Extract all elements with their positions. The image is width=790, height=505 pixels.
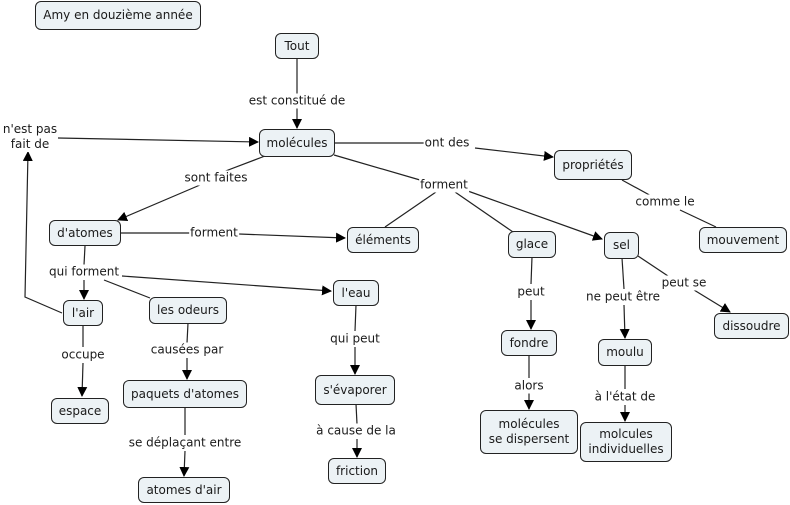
link-sontfaites-datomes [117,184,201,222]
link-glace-peut [530,256,533,285]
node-leau[interactable]: l'eau [333,280,379,306]
label-peut[interactable]: peut [516,284,546,300]
node-sevaporer[interactable]: s'évaporer [315,375,395,405]
link-forment-elements [384,191,437,228]
link-ontdes-proprietes [474,147,554,161]
label-causees-par[interactable]: causées par [149,342,225,358]
link-quiforment-odeurs [103,279,151,299]
link-eau-quipeut [354,304,357,332]
node-molecules[interactable]: molécules [259,129,335,157]
link-odeurs-causees [186,322,189,344]
label-ne-peut-etre[interactable]: ne peut être [584,289,662,305]
label-est-constitue-de[interactable]: est constitué de [247,93,347,109]
node-molcules-individuelles[interactable]: molcules individuelles [580,422,672,462]
label-peut-se[interactable]: peut se [660,275,708,291]
node-elements[interactable]: éléments [347,227,419,253]
node-paquets-datomes[interactable]: paquets d'atomes [123,380,247,408]
link-forment-sel [464,189,603,241]
node-proprietes[interactable]: propriétés [554,150,632,180]
link-molecules-forment [333,154,421,181]
label-occupe[interactable]: occupe [60,347,106,363]
link-commele-mouvement [679,209,717,228]
link-forment-glace [454,191,514,233]
label-sont-faites[interactable]: sont faites [183,170,249,186]
label-comme-le[interactable]: comme le [634,194,696,210]
node-atomes-dair[interactable]: atomes d'air [138,477,230,503]
link-nepeut-moulu [619,304,630,339]
link-datomes-quiforment [83,245,86,266]
node-dissoudre[interactable]: dissoudre [714,313,789,339]
node-friction[interactable]: friction [328,458,386,484]
node-datomes[interactable]: d'atomes [49,220,121,246]
node-fondre[interactable]: fondre [501,330,557,356]
link-quiforment-eau [121,275,332,296]
node-tout[interactable]: Tout [275,33,319,59]
node-mouvement[interactable]: mouvement [699,227,787,253]
link-sel-nepeut [621,257,625,290]
link-sel-peutse [637,255,669,277]
label-qui-forment[interactable]: qui forment [47,264,121,280]
label-nest-pas-fait-de[interactable]: n'est pas fait de [1,122,59,152]
link-occupe-espace [77,362,88,397]
label-forment-top[interactable]: forment [419,177,469,193]
node-moulu[interactable]: moulu [598,339,652,366]
label-alors[interactable]: alors [513,378,545,394]
label-qui-peut[interactable]: qui peut [329,331,381,347]
label-ont-des[interactable]: ont des [423,135,471,151]
label-a-letat-de[interactable]: à l'état de [593,389,657,405]
label-a-cause-de-la[interactable]: à cause de la [315,423,397,439]
link-evaporer-acause [355,403,358,425]
link-sedeplacant-atomesdair [179,450,190,477]
label-se-deplacant-entre[interactable]: se déplaçant entre [127,435,243,451]
node-glace[interactable]: glace [508,231,556,258]
map-title-node[interactable]: Amy en douzième année [35,1,201,30]
link-nestpas-molecules [57,136,259,147]
node-molecules-se-dispersent[interactable]: molécules se dispersent [480,410,578,454]
link-forment-elements2 [238,232,346,243]
node-lair[interactable]: l'air [63,300,103,326]
node-espace[interactable]: espace [51,398,109,424]
link-peutse-dissoudre [693,289,731,313]
node-les-odeurs[interactable]: les odeurs [149,297,227,324]
label-forment-atomes[interactable]: forment [189,225,239,241]
link-air-nestpas [22,151,63,314]
node-sel[interactable]: sel [604,232,639,259]
